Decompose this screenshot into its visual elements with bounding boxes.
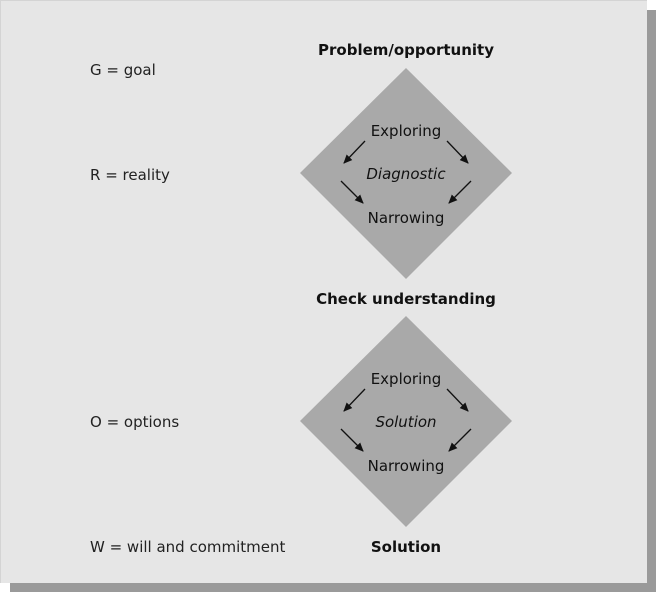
stage-problem-opportunity: Problem/opportunity xyxy=(318,41,494,59)
solution-arrow-top-left xyxy=(343,388,366,412)
solution-narrowing-label: Narrowing xyxy=(368,457,445,475)
diagnostic-diamond-shape xyxy=(300,68,512,279)
diagnostic-diamond: Exploring Diagnostic Narrowing xyxy=(300,68,512,279)
solution-diamond: Exploring Solution Narrowing xyxy=(300,316,512,527)
legend-goal: G = goal xyxy=(90,61,156,79)
solution-arrow-bottom-left xyxy=(340,428,364,452)
stage-solution: Solution xyxy=(371,538,441,556)
solution-phase-label: Solution xyxy=(375,413,436,431)
diagnostic-arrow-top-right xyxy=(446,140,469,164)
solution-diamond-shape xyxy=(300,316,512,527)
diagnostic-arrow-bottom-right xyxy=(448,180,472,204)
diagnostic-arrow-top-left xyxy=(343,140,366,164)
solution-arrow-top-right xyxy=(446,388,469,412)
diagnostic-narrowing-label: Narrowing xyxy=(368,209,445,227)
legend-options: O = options xyxy=(90,413,179,431)
legend-will-commitment: W = will and commitment xyxy=(90,538,286,556)
legend-reality: R = reality xyxy=(90,166,170,184)
diagnostic-exploring-label: Exploring xyxy=(371,122,442,140)
diagnostic-phase-label: Diagnostic xyxy=(366,165,446,183)
stage-check-understanding: Check understanding xyxy=(316,290,496,308)
diagram-card xyxy=(0,0,647,583)
solution-arrow-bottom-right xyxy=(448,428,472,452)
solution-exploring-label: Exploring xyxy=(371,370,442,388)
diagnostic-arrow-bottom-left xyxy=(340,180,364,204)
